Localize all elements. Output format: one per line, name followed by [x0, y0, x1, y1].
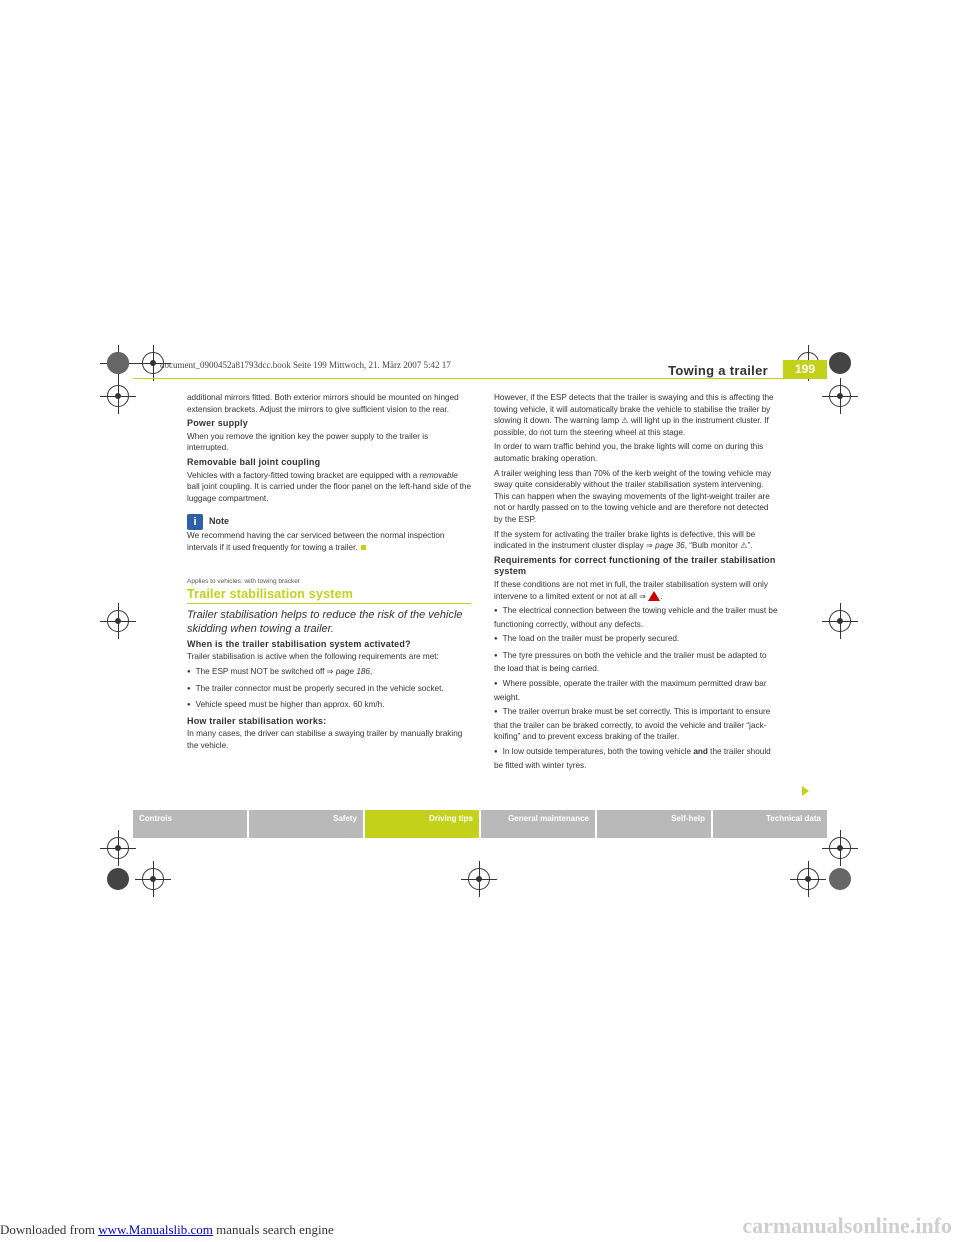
- paragraph: When you remove the ignition key the pow…: [187, 431, 429, 453]
- next-page-arrow-icon: [802, 786, 809, 796]
- crop-mark-icon: [822, 378, 858, 414]
- tab-technical-data[interactable]: Technical data: [713, 810, 827, 838]
- section-title: Trailer stabilisation system: [187, 587, 354, 602]
- crop-mark-icon: [461, 861, 497, 897]
- note-text: We recommend having the car serviced bet…: [187, 531, 445, 552]
- crop-mark-icon: [135, 861, 171, 897]
- tab-driving-tips[interactable]: Driving tips: [365, 810, 479, 838]
- crop-mark-icon: [100, 378, 136, 414]
- info-icon: i: [187, 514, 203, 531]
- tab-self-help[interactable]: Self-help: [597, 810, 711, 838]
- heading-when: When is the trailer stabilisation system…: [187, 638, 411, 649]
- tab-safety[interactable]: Safety: [249, 810, 363, 838]
- heading-requirements: Requirements for correct functioning of …: [494, 554, 776, 577]
- paragraph: A trailer weighing less than 70% of the …: [494, 468, 772, 524]
- list-item: The load on the trailer must be properly…: [494, 633, 778, 647]
- list-item: The trailer overrun brake must be set co…: [494, 706, 778, 743]
- header-divider: [133, 378, 827, 379]
- download-footer: Downloaded from www.Manualslib.com manua…: [0, 1222, 334, 1237]
- tab-controls[interactable]: Controls: [133, 810, 247, 838]
- list-item: In low outside temperatures, both the to…: [494, 746, 778, 771]
- crop-mark-icon: [790, 861, 826, 897]
- note-box: i Note: [187, 514, 471, 531]
- right-column: However, if the ESP detects that the tra…: [494, 392, 778, 774]
- list-item: The tyre pressures on both the vehicle a…: [494, 650, 778, 675]
- crop-mark-icon: [107, 352, 129, 374]
- paragraph: If the system for activating the trailer…: [494, 529, 756, 551]
- section-intro: Trailer stabilisation helps to reduce th…: [187, 608, 463, 635]
- tab-general-maintenance[interactable]: General maintenance: [481, 810, 595, 838]
- crop-mark-icon: [135, 345, 171, 381]
- chapter-tabs: Controls Safety Driving tips General mai…: [133, 810, 827, 838]
- page-title: Towing a trailer: [668, 363, 768, 378]
- end-marker-icon: [360, 544, 366, 550]
- crop-mark-icon: [822, 603, 858, 639]
- paragraph: Vehicles with a factory-fitted towing br…: [187, 470, 472, 503]
- left-column: additional mirrors fitted. Both exterior…: [187, 392, 471, 754]
- heading-power-supply: Power supply: [187, 418, 248, 429]
- file-meta: document_0900452a81793dcc.book Seite 199…: [160, 360, 451, 370]
- note-label: Note: [209, 516, 229, 527]
- crop-mark-icon: [100, 603, 136, 639]
- manualslib-link[interactable]: www.Manualslib.com: [98, 1222, 213, 1237]
- warning-triangle-icon: [648, 591, 661, 602]
- list-item: The ESP must NOT be switched off ⇒ page …: [187, 666, 471, 680]
- paragraph: Trailer stabilisation is active when the…: [187, 652, 439, 662]
- crop-mark-icon: [829, 352, 851, 374]
- crop-mark-icon: [822, 830, 858, 866]
- section-divider: [187, 602, 471, 604]
- paragraph: If these conditions are not met in full,…: [494, 579, 768, 602]
- list-item: The trailer connector must be properly s…: [187, 683, 471, 697]
- heading-ball-joint: Removable ball joint coupling: [187, 456, 321, 467]
- paragraph: In order to warn traffic behind you, the…: [494, 442, 764, 463]
- page-number: 199: [783, 360, 827, 378]
- list-item: Vehicle speed must be higher than approx…: [187, 699, 471, 713]
- crop-mark-icon: [100, 830, 136, 866]
- paragraph: additional mirrors fitted. Both exterior…: [187, 393, 459, 414]
- list-item: Where possible, operate the trailer with…: [494, 678, 778, 703]
- applies-to: Applies to vehicles: with towing bracket: [187, 577, 300, 585]
- crop-mark-icon: [829, 868, 851, 890]
- paragraph: In many cases, the driver can stabilise …: [187, 729, 463, 750]
- list-item: The electrical connection between the to…: [494, 605, 778, 630]
- watermark: carmanualsonline.info: [742, 1213, 952, 1238]
- paragraph: However, if the ESP detects that the tra…: [494, 393, 774, 437]
- page-link[interactable]: page 186: [335, 666, 370, 676]
- crop-mark-icon: [107, 868, 129, 890]
- page-link[interactable]: page 36: [655, 541, 685, 551]
- heading-how: How trailer stabilisation works:: [187, 715, 327, 726]
